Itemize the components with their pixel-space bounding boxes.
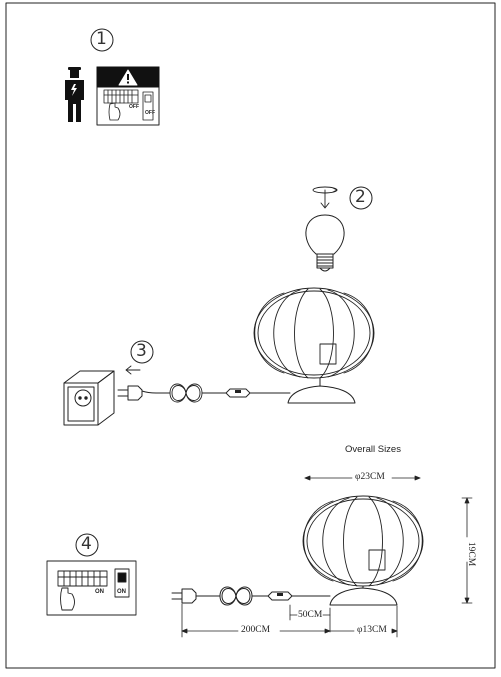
breaker-panel-on	[46, 560, 137, 616]
dimension-plug	[171, 586, 331, 606]
electrician-icon	[65, 67, 84, 122]
page-frame	[5, 2, 496, 669]
switch-on-label: ON	[117, 589, 126, 595]
height-dimension: 19CM	[466, 541, 477, 567]
step-4-number: 4	[81, 534, 92, 554]
dimension-lines	[181, 475, 473, 638]
dimension-lamp-base	[329, 585, 398, 606]
switch-cable-dimension: 50CM	[298, 610, 323, 620]
unplug-arrow	[125, 365, 141, 375]
step-3-number: 3	[136, 341, 147, 361]
light-bulb-icon	[305, 214, 345, 272]
wall-socket-icon	[63, 370, 115, 426]
breaker-on-label: ON	[95, 589, 104, 595]
cable-length-dimension: 200CM	[241, 625, 271, 635]
lamp-shade	[253, 287, 375, 379]
step-2-number: 2	[355, 187, 366, 207]
step-1-circle	[90, 28, 114, 52]
step-1-number: 1	[96, 29, 107, 49]
dimension-lamp-shade	[302, 495, 424, 587]
breaker-off-label: OFF	[129, 104, 139, 110]
step-3-circle	[130, 340, 154, 364]
step-2-circle	[349, 186, 373, 210]
lamp-base	[287, 377, 356, 404]
width-dimension: φ23CM	[355, 472, 385, 482]
step-4-circle	[75, 533, 99, 557]
breaker-panel-off	[103, 89, 154, 121]
rotate-arrow-icon	[312, 186, 338, 209]
overall-sizes-title: Overall Sizes	[345, 444, 401, 455]
switch-off-label: OFF	[145, 110, 155, 116]
plug-icon	[117, 385, 157, 401]
power-cord	[155, 383, 291, 403]
base-dimension: φ13CM	[357, 625, 387, 635]
